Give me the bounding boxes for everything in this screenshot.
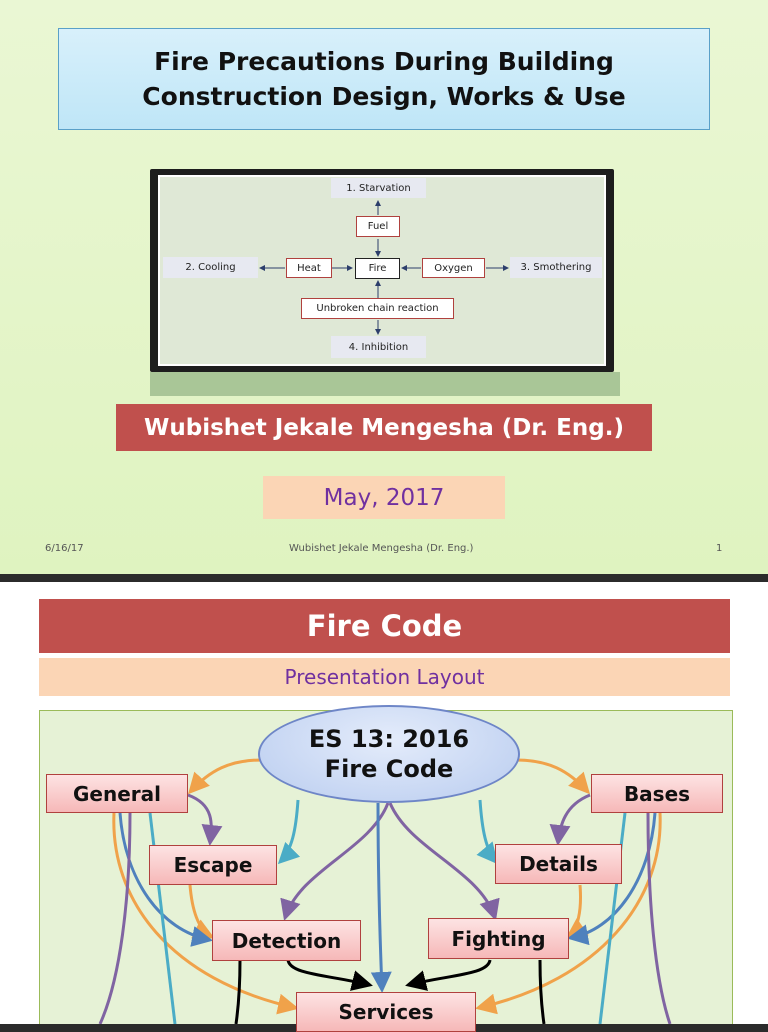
center-line-1: ES 13: 2016 bbox=[308, 725, 470, 753]
node-oxygen: Oxygen bbox=[422, 258, 485, 278]
author-band: Wubishet Jekale Mengesha (Dr. Eng.) bbox=[116, 404, 652, 451]
node-fighting: Fighting bbox=[428, 918, 569, 959]
slide-1-title: Fire Precautions During Building Constru… bbox=[58, 28, 710, 130]
node-escape: Escape bbox=[149, 845, 277, 885]
node-fire: Fire bbox=[355, 258, 400, 279]
node-heat: Heat bbox=[286, 258, 332, 278]
footer-date: 6/16/17 bbox=[45, 543, 84, 554]
diagram-shadow bbox=[150, 372, 620, 396]
page-number: 1 bbox=[716, 543, 723, 554]
node-inhibition: 4. Inhibition bbox=[331, 336, 426, 358]
title-line-2: Construction Design, Works & Use bbox=[142, 82, 626, 111]
node-smothering: 3. Smothering bbox=[510, 257, 602, 278]
slide-2-subtitle: Presentation Layout bbox=[39, 658, 730, 696]
node-starvation: 1. Starvation bbox=[331, 178, 426, 198]
node-cooling: 2. Cooling bbox=[163, 257, 258, 278]
slide-2-title: Fire Code bbox=[39, 599, 730, 653]
footer-author: Wubishet Jekale Mengesha (Dr. Eng.) bbox=[289, 543, 474, 554]
center-line-2: Fire Code bbox=[324, 755, 454, 783]
title-line-1: Fire Precautions During Building bbox=[154, 47, 614, 76]
node-bases: Bases bbox=[591, 774, 723, 813]
fire-diagram-arrows bbox=[259, 200, 509, 335]
node-details: Details bbox=[495, 844, 622, 884]
node-general: General bbox=[46, 774, 188, 813]
slide-1: Fire Precautions During Building Constru… bbox=[0, 0, 768, 574]
date-band: May, 2017 bbox=[263, 476, 505, 519]
node-services: Services bbox=[296, 992, 476, 1032]
node-chain-reaction: Unbroken chain reaction bbox=[301, 298, 454, 319]
fire-code-center-node: ES 13: 2016 Fire Code bbox=[258, 705, 520, 803]
node-detection: Detection bbox=[212, 920, 361, 961]
node-fuel: Fuel bbox=[356, 216, 400, 237]
